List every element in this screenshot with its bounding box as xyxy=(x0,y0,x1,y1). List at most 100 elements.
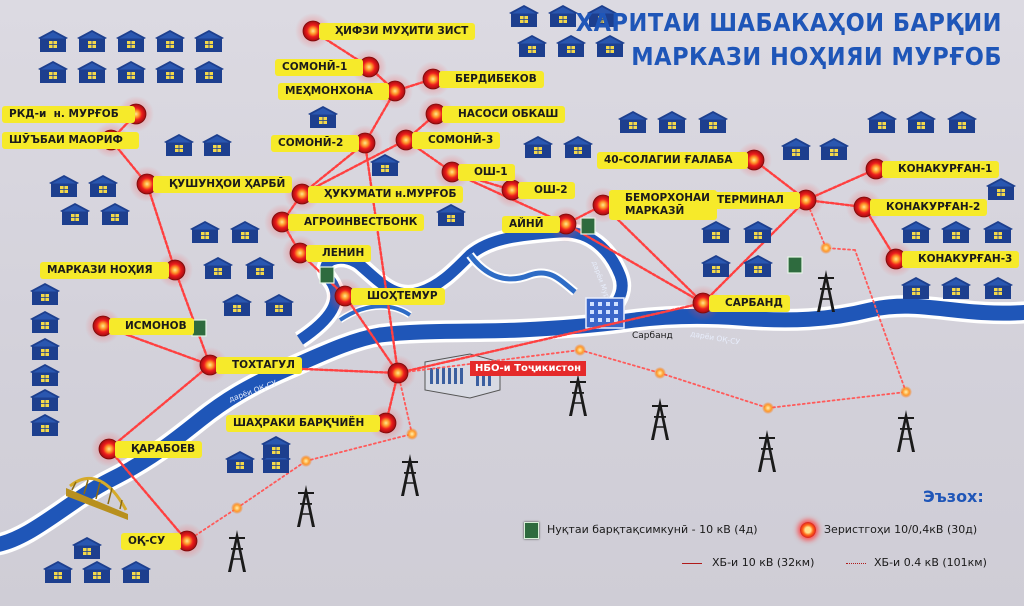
pole-light xyxy=(654,367,666,379)
house-icon xyxy=(190,221,220,243)
pole-light xyxy=(574,344,586,356)
station-label-solagi: 40-СОЛАГИИ ҒАЛАБА xyxy=(597,151,749,169)
power-line xyxy=(300,138,408,196)
house-icon xyxy=(698,111,728,133)
house-icon xyxy=(155,61,185,83)
house-icon xyxy=(517,35,547,57)
pole-light xyxy=(300,455,312,467)
pole-light xyxy=(406,428,418,440)
house-icon xyxy=(436,204,466,226)
house-icon xyxy=(116,61,146,83)
bridge-icon xyxy=(66,476,128,520)
pole-light xyxy=(900,386,912,398)
station-label-markazi: МАРКАЗИ НОҲИЯ xyxy=(40,261,169,279)
house-icon xyxy=(261,436,291,458)
house-icon xyxy=(164,134,194,156)
station-label-shoh: ШОҲТЕМУР xyxy=(351,287,445,305)
house-icon xyxy=(72,537,102,559)
house-icon xyxy=(77,61,107,83)
legend-switch-point: Нуқтаи барқтақсимкунӣ - 10 кВ (4д) xyxy=(547,523,758,536)
house-icon xyxy=(100,203,130,225)
house-icon xyxy=(60,203,90,225)
house-icon xyxy=(983,221,1013,243)
house-icon xyxy=(941,221,971,243)
house-icon xyxy=(901,277,931,299)
power-tower-icon xyxy=(896,409,916,452)
station-label-hukumat: ҲУКУМАТИ н.МУРҒОБ xyxy=(308,185,464,203)
station-label-sarband: САРБАНД xyxy=(709,294,790,312)
house-icon xyxy=(155,30,185,52)
house-icon xyxy=(202,134,232,156)
house-icon xyxy=(203,257,233,279)
station-label-nasosi: НАСОСИ ОБКАШ xyxy=(442,105,566,123)
power-tower-icon xyxy=(757,429,777,472)
house-icon xyxy=(563,136,593,158)
switch-point-icon xyxy=(191,319,207,337)
legend-title: Эъзох: xyxy=(923,487,984,506)
house-icon xyxy=(867,111,897,133)
station-label-qushun: ҚУШУНҲОИ ҲАРБӢ xyxy=(153,175,293,193)
house-icon xyxy=(38,30,68,52)
house-icon xyxy=(657,111,687,133)
power-line xyxy=(854,249,907,393)
dam-icon xyxy=(585,297,625,329)
house-icon xyxy=(941,277,971,299)
line-04kv-icon xyxy=(846,563,866,564)
station-label-shubai: ШӮЪБАИ МАОРИФ xyxy=(2,131,139,149)
house-icon xyxy=(82,561,112,583)
power-line xyxy=(701,198,808,305)
house-icon xyxy=(986,178,1016,200)
substation-icon xyxy=(800,522,816,538)
legend-line-04kv: ХБ-и 0.4 кВ (101км) xyxy=(874,556,987,569)
house-icon xyxy=(523,136,553,158)
power-line xyxy=(601,203,705,305)
station-label-rkd: РКД-и н. МУРҒОБ xyxy=(2,105,135,123)
station-label-bemor: БЕМОРХОНАИ МАРКАЗӢ xyxy=(609,190,717,220)
map-title-line2: МАРКАЗИ НОҲИЯИ МУРҒОБ xyxy=(631,42,1002,71)
house-icon xyxy=(225,451,255,473)
pole-light xyxy=(820,242,832,254)
house-icon xyxy=(77,30,107,52)
station-label-somoni3: СОМОНӢ-3 xyxy=(412,131,501,149)
towers xyxy=(227,242,916,572)
houses xyxy=(30,5,1016,583)
house-icon xyxy=(618,111,648,133)
house-icon xyxy=(30,283,60,305)
substation-hbo[interactable] xyxy=(387,362,409,384)
house-icon xyxy=(38,61,68,83)
house-icon xyxy=(88,175,118,197)
legend-line-10kv: ХБ-и 10 кВ (32км) xyxy=(712,556,815,569)
station-label-terminal: ТЕРМИНАЛ xyxy=(710,191,800,209)
river-label-oqsu2: дарёи ОҚ-СУ xyxy=(690,329,741,347)
power-line xyxy=(659,372,769,409)
sarband-town-label: Сарбанд xyxy=(632,331,673,341)
house-icon xyxy=(30,414,60,436)
station-label-tokhtagul: ТОХТАГУЛ xyxy=(216,356,302,374)
rivers xyxy=(0,222,1024,556)
house-icon xyxy=(781,138,811,160)
line-10kv-icon xyxy=(682,563,702,564)
power-tower-icon xyxy=(400,453,420,496)
house-icon xyxy=(743,221,773,243)
house-icon xyxy=(194,30,224,52)
house-icon xyxy=(819,138,849,160)
power-line xyxy=(305,433,413,462)
house-icon xyxy=(121,561,151,583)
house-icon xyxy=(222,294,252,316)
power-plant-label: НБО-и Тоҷикистон xyxy=(470,361,586,376)
house-icon xyxy=(947,111,977,133)
power-line xyxy=(107,447,189,543)
switch-point-icon xyxy=(524,522,539,539)
house-icon xyxy=(548,5,578,27)
power-tower-icon xyxy=(227,529,247,572)
station-label-lenin: ЛЕНИН xyxy=(306,244,372,262)
power-tower-icon xyxy=(568,373,588,416)
station-label-kona3: КОНАКУРҒАН-3 xyxy=(902,250,1020,268)
power-line xyxy=(579,349,661,374)
station-label-mehmonkhona: МЕҲМОНХОНА xyxy=(278,82,389,100)
house-icon xyxy=(43,561,73,583)
pole-light xyxy=(231,502,243,514)
power-tower-icon xyxy=(650,397,670,440)
house-icon xyxy=(30,364,60,386)
power-line xyxy=(396,301,705,375)
